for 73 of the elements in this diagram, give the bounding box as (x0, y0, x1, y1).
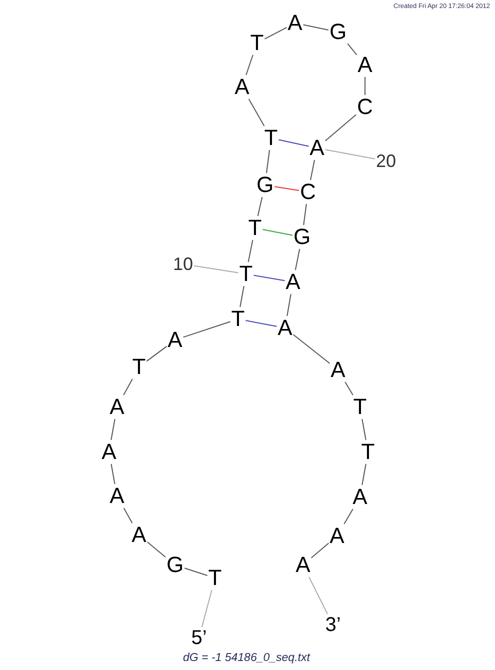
backbone-line (324, 114, 357, 142)
nucleotide-letter: C (356, 95, 374, 119)
nucleotide-letter: A (108, 395, 126, 419)
nucleotide-letter: C (299, 180, 317, 204)
base-pair-line (245, 320, 278, 327)
backbone-line (344, 382, 354, 396)
nucleotide-letter: T (230, 307, 246, 331)
nucleotide-letter: G (292, 225, 312, 249)
nucleotide-letter: A (352, 485, 368, 509)
backbone-line (184, 568, 208, 576)
nucleotide-letter: T (360, 440, 376, 464)
position-number: 10 (172, 254, 194, 274)
nucleotide-letter: A (234, 75, 250, 99)
nucleotide-letter: A (166, 328, 184, 352)
backbone-line (286, 294, 292, 316)
nucleotide-letter: A (286, 11, 304, 35)
backbone-line (146, 542, 166, 558)
backbone-line (110, 464, 116, 484)
nucleotide-letter: A (108, 484, 126, 508)
backbone-line (362, 418, 366, 440)
nucleotide-letter: G (328, 20, 348, 44)
position-number: 20 (374, 151, 398, 171)
nucleotide-letter: A (308, 136, 326, 160)
backbone-line (110, 418, 116, 440)
base-pair-line (274, 186, 300, 191)
nucleotide-letter: A (284, 270, 302, 294)
base-pair-line (253, 274, 286, 282)
leader-line (308, 576, 328, 614)
backbone-line (294, 248, 300, 270)
backbone-line (310, 160, 315, 180)
nucleotide-letter: A (276, 316, 294, 340)
backbone-line (248, 240, 254, 262)
nucleotide-letter: T (238, 262, 254, 286)
leader-line (201, 590, 212, 628)
nucleotide-letter: T (352, 395, 368, 419)
backbone-line (240, 286, 244, 308)
nucleotide-letter: A (356, 53, 374, 77)
backbone-line (146, 346, 168, 362)
nucleotide-letter: A (330, 358, 346, 382)
nucleotide-letter: G (255, 173, 275, 197)
backbone-line (264, 26, 288, 40)
nucleotide-letter: T (249, 31, 265, 55)
leader-line (194, 265, 239, 274)
backbone-line (257, 196, 263, 216)
strand-end-label: 5’ (190, 627, 208, 649)
base-pair-line (262, 229, 293, 236)
leader-line (324, 149, 376, 160)
caption-text: dG = -1 54186_0_seq.txt (183, 652, 310, 665)
nucleotide-letter: A (130, 523, 148, 547)
nucleotide-letter: A (328, 524, 346, 548)
nucleotide-letter: T (263, 126, 279, 150)
nucleotide-letter: T (207, 566, 223, 590)
nucleotide-letter: A (100, 440, 118, 464)
backbone-line (246, 54, 254, 76)
backbone-line (123, 378, 133, 396)
backbone-line (303, 204, 307, 226)
backbone-line (310, 542, 330, 558)
backbone-line (344, 508, 354, 524)
backbone-line (123, 508, 133, 524)
backbone-line (248, 98, 265, 126)
backbone-line (364, 76, 366, 96)
nucleotide-letter: T (131, 355, 147, 379)
backbone-line (266, 150, 270, 174)
backbone-line (182, 321, 231, 338)
backbone-line (362, 464, 366, 486)
nucleotide-letter: T (247, 216, 263, 240)
backbone-line (292, 334, 330, 364)
backbone-line (347, 43, 358, 56)
backbone-line (302, 24, 329, 30)
nucleotide-letter: G (165, 553, 185, 577)
strand-end-label: 3’ (324, 614, 342, 636)
base-pair-line (278, 139, 310, 147)
nucleotide-letter: A (294, 553, 312, 577)
